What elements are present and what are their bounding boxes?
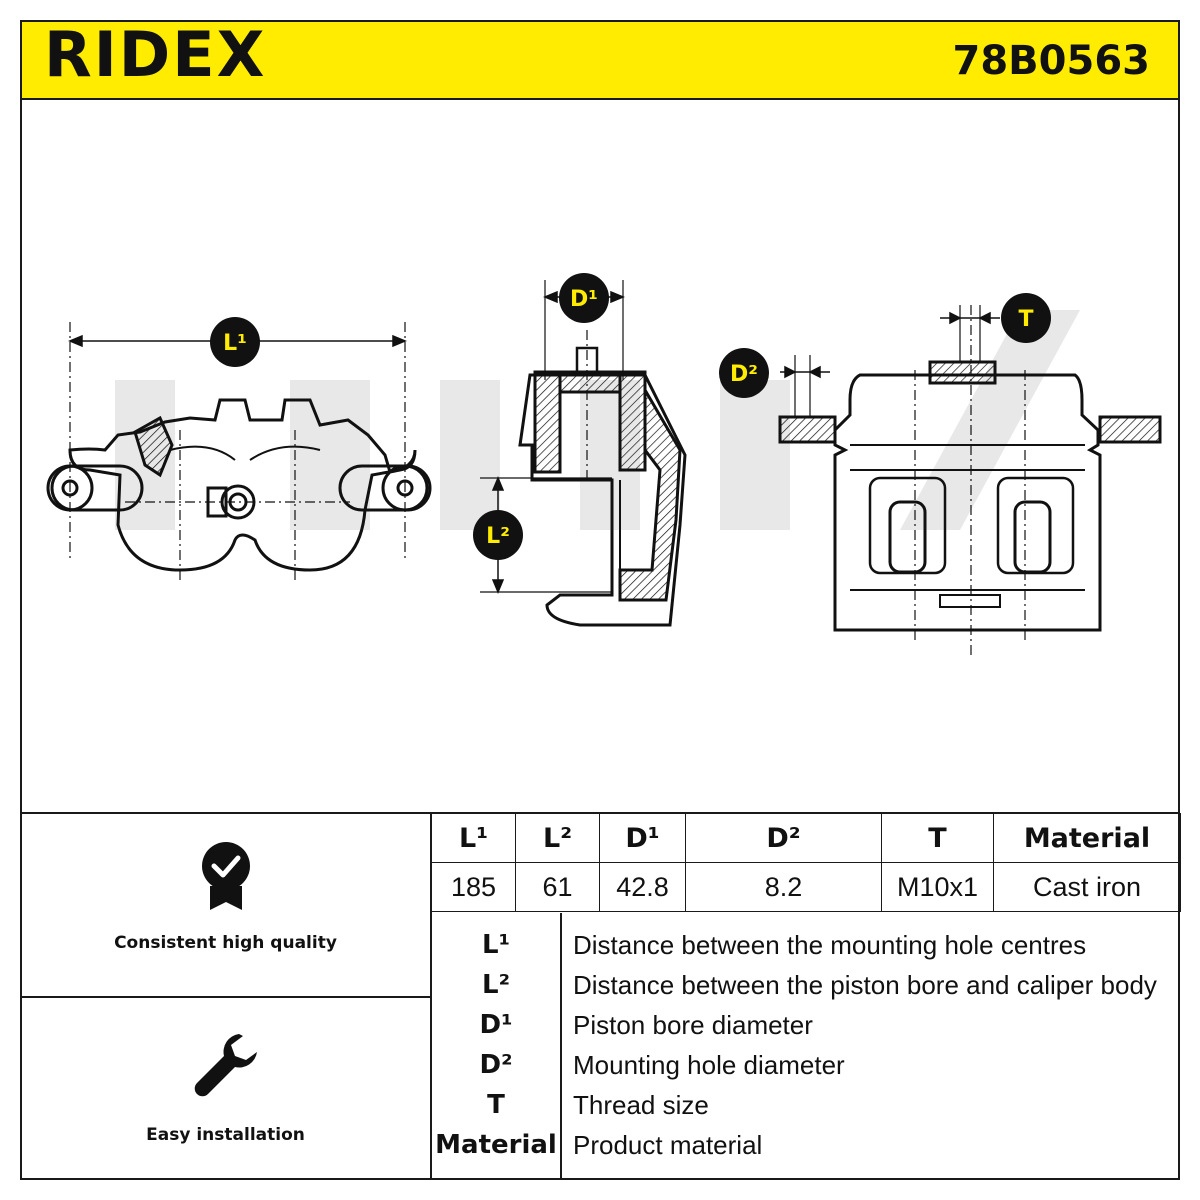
technical-drawing: L¹ D¹ <box>20 100 1180 813</box>
legend-item: D² Mounting hole diameter <box>431 1050 1180 1090</box>
feature-consistent-quality: Consistent high quality <box>20 840 431 953</box>
legend-description: Thread size <box>573 1090 709 1120</box>
d2-badge: D² <box>719 348 769 398</box>
part-number: 78B0563 <box>952 38 1150 84</box>
legend-key: L¹ <box>482 930 510 960</box>
dimension-legend: L¹ Distance between the mounting hole ce… <box>431 913 1180 1180</box>
spec-header-t: T <box>881 813 994 863</box>
d1-badge: D¹ <box>559 273 609 323</box>
spec-header-d1: D¹ <box>599 813 686 863</box>
d1-dimension <box>543 280 625 380</box>
caliper-front-view <box>46 398 432 572</box>
legend-key: D¹ <box>479 1010 513 1040</box>
spec-value-l2: 61 <box>515 862 600 912</box>
legend-item: Material Product material <box>431 1130 1180 1170</box>
spec-header-material: Material <box>993 813 1181 863</box>
l2-badge-label: L² <box>486 524 510 549</box>
feature-easy-installation: Easy installation <box>20 1030 431 1145</box>
caliper-drawing-svg: L¹ D¹ <box>46 273 1162 655</box>
legend-key: Material <box>435 1130 557 1160</box>
features-column-divider <box>430 812 432 1180</box>
spec-header-row: L¹ L² D¹ D² T Material <box>431 813 1181 863</box>
legend-item: L¹ Distance between the mounting hole ce… <box>431 930 1180 970</box>
legend-description: Mounting hole diameter <box>573 1050 845 1080</box>
spec-value-d1: 42.8 <box>599 862 686 912</box>
legend-description: Piston bore diameter <box>573 1010 813 1040</box>
d2-dimension <box>780 355 830 418</box>
l2-badge: L² <box>473 510 523 560</box>
features-row-divider <box>20 996 431 998</box>
spec-value-t: M10x1 <box>881 862 994 912</box>
spec-header-l1: L¹ <box>431 813 516 863</box>
d2-badge-label: D² <box>730 362 758 387</box>
spec-header-d2: D² <box>685 813 882 863</box>
spec-value-d2: 8.2 <box>685 862 882 912</box>
spec-value-material: Cast iron <box>993 862 1181 912</box>
legend-divider <box>560 913 562 1180</box>
legend-key: L² <box>482 970 510 1000</box>
legend-description: Distance between the piston bore and cal… <box>573 970 1157 1000</box>
d1-badge-label: D¹ <box>570 287 598 312</box>
l1-badge-label: L¹ <box>223 331 247 356</box>
legend-key: T <box>487 1090 505 1120</box>
t-badge-label: T <box>1018 307 1033 332</box>
feature-label: Easy installation <box>146 1125 305 1145</box>
quality-badge-icon <box>201 842 250 910</box>
header-bar: RIDEX 78B0563 <box>20 18 1180 100</box>
legend-item: D¹ Piston bore diameter <box>431 1010 1180 1050</box>
wrench-icon <box>194 1034 257 1097</box>
t-dimension <box>940 305 1000 362</box>
caliper-top-view <box>778 360 1162 632</box>
caliper-section-view <box>518 346 687 627</box>
legend-description: Product material <box>573 1130 763 1160</box>
t-badge: T <box>1001 293 1051 343</box>
feature-label: Consistent high quality <box>114 933 337 953</box>
legend-item: L² Distance between the piston bore and … <box>431 970 1180 1010</box>
legend-item: T Thread size <box>431 1090 1180 1130</box>
legend-key: D² <box>479 1050 513 1080</box>
l1-badge: L¹ <box>210 317 260 367</box>
spec-value-l1: 185 <box>431 862 516 912</box>
spec-value-row: 185 61 42.8 8.2 M10x1 Cast iron <box>431 862 1181 912</box>
legend-description: Distance between the mounting hole centr… <box>573 930 1087 960</box>
spec-header-l2: L² <box>515 813 600 863</box>
brand-logo: RIDEX <box>44 18 267 91</box>
spec-table: L¹ L² D¹ D² T Material 185 61 42.8 8.2 M… <box>431 813 1181 912</box>
